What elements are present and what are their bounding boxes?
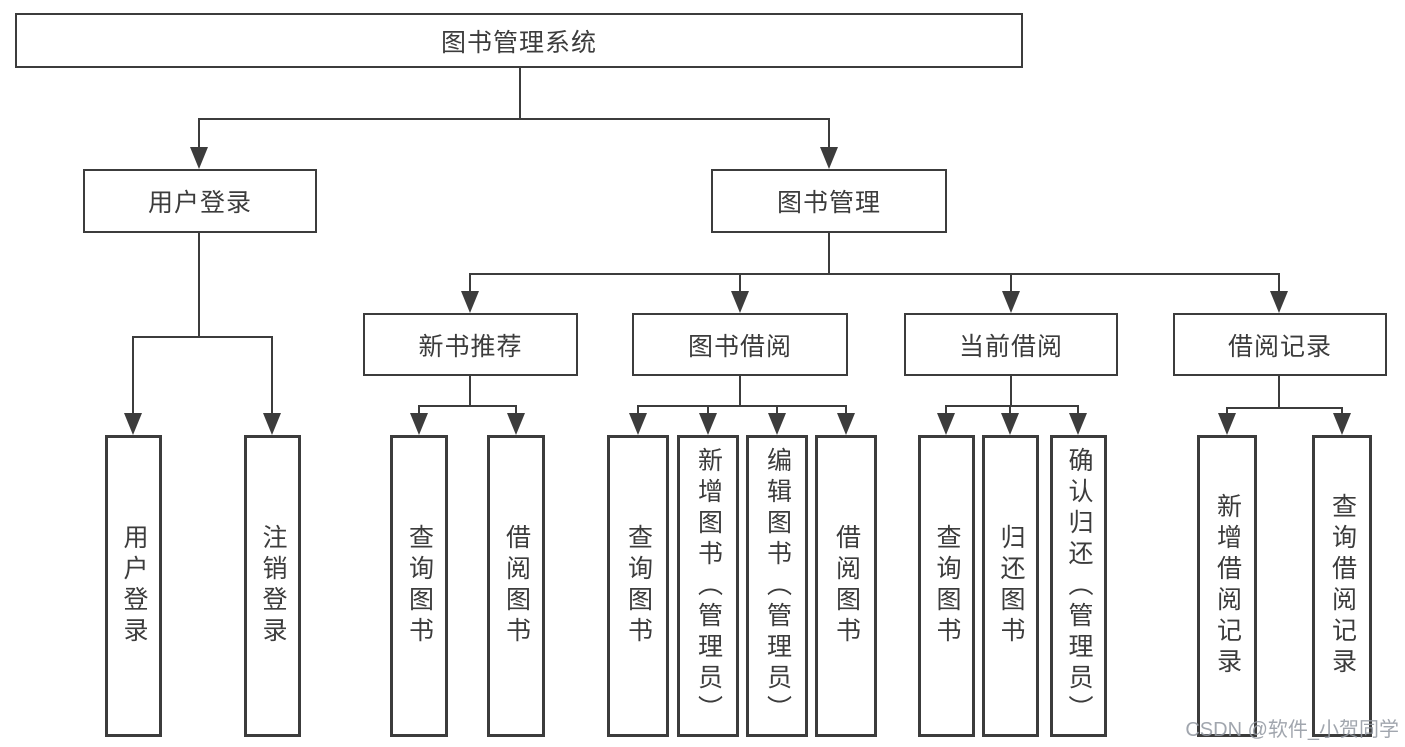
arrow-down-icon: [699, 413, 717, 435]
leaf-label: 注销登录: [259, 524, 287, 648]
connector-line: [707, 405, 709, 414]
connector-line: [945, 405, 947, 414]
leaf-bb-edit-books-admin: 编辑图书（管理员）: [746, 435, 808, 737]
leaf-cb-confirm-return-admin: 确认归还（管理员）: [1050, 435, 1107, 737]
node-book-management-system: 图书管理系统: [15, 13, 1023, 68]
connector-line: [198, 233, 200, 336]
node-label: 用户登录: [147, 189, 252, 217]
connector-line: [469, 376, 471, 405]
leaf-label: 用户登录: [120, 524, 148, 648]
arrow-down-icon: [1218, 413, 1236, 435]
arrow-down-icon: [1001, 413, 1019, 435]
arrow-down-icon: [820, 147, 838, 169]
node-label: 新书推荐: [418, 332, 523, 361]
leaf-user-login: 用户登录: [105, 435, 162, 737]
leaf-label: 查询图书: [624, 524, 653, 648]
connector-line: [637, 405, 639, 414]
arrow-down-icon: [190, 147, 208, 169]
connector-line: [1226, 407, 1228, 414]
node-label: 当前借阅: [958, 332, 1063, 361]
connector-line: [271, 336, 273, 414]
connector-line: [739, 376, 741, 405]
connector-line: [198, 118, 830, 120]
connector-line: [845, 405, 847, 414]
arrow-down-icon: [124, 413, 142, 435]
connector-line: [515, 405, 517, 414]
leaf-label: 借阅图书: [832, 524, 861, 648]
leaf-label: 编辑图书（管理员）: [763, 446, 792, 726]
connector-line: [945, 405, 1078, 407]
leaf-label: 归还图书: [997, 524, 1025, 648]
watermark-text: CSDN @软件_小贺同学: [1185, 719, 1399, 741]
node-borrowing-records: 借阅记录: [1173, 313, 1387, 376]
connector-line: [1077, 405, 1079, 414]
leaf-bb-query-books: 查询图书: [607, 435, 669, 737]
leaf-label: 查询借阅记录: [1328, 493, 1357, 679]
arrow-down-icon: [1333, 413, 1351, 435]
node-label: 图书管理系统: [440, 28, 597, 57]
connector-line: [1278, 376, 1280, 407]
arrow-down-icon: [768, 413, 786, 435]
connector-line: [418, 405, 420, 414]
connector-line: [519, 66, 521, 118]
arrow-down-icon: [837, 413, 855, 435]
arrow-down-icon: [1270, 291, 1288, 313]
connector-line: [1009, 405, 1011, 414]
leaf-br-add-borrow-record: 新增借阅记录: [1197, 435, 1257, 737]
node-label: 借阅记录: [1227, 332, 1332, 361]
connector-line: [132, 336, 272, 338]
arrow-down-icon: [507, 413, 525, 435]
arrow-down-icon: [461, 291, 479, 313]
leaf-br-query-borrow-record: 查询借阅记录: [1312, 435, 1372, 737]
connector-line: [469, 273, 1280, 275]
connector-line: [828, 118, 830, 148]
leaf-nb-borrow-books: 借阅图书: [487, 435, 545, 737]
arrow-down-icon: [629, 413, 647, 435]
node-current-borrowing: 当前借阅: [904, 313, 1118, 376]
leaf-bb-add-books-admin: 新增图书（管理员）: [677, 435, 739, 737]
leaf-bb-borrow-books: 借阅图书: [815, 435, 877, 737]
connector-line: [1278, 273, 1280, 293]
leaf-cb-query-books: 查询图书: [918, 435, 975, 737]
node-book-management: 图书管理: [711, 169, 947, 233]
connector-line: [469, 273, 471, 293]
connector-line: [776, 405, 778, 414]
arrow-down-icon: [410, 413, 428, 435]
connector-line: [198, 118, 200, 148]
connector-line: [418, 405, 516, 407]
arrow-down-icon: [1002, 291, 1020, 313]
connector-line: [1010, 376, 1012, 405]
leaf-cb-return-books: 归还图书: [982, 435, 1039, 737]
leaf-label: 借阅图书: [502, 524, 531, 648]
node-label: 图书管理: [776, 189, 881, 217]
connector-line: [739, 273, 741, 293]
connector-line: [1226, 407, 1342, 409]
leaf-label: 查询图书: [405, 524, 434, 648]
leaf-nb-query-books: 查询图书: [390, 435, 448, 737]
leaf-logout: 注销登录: [244, 435, 301, 737]
node-new-book-recommendation: 新书推荐: [363, 313, 578, 376]
connector-line: [1341, 407, 1343, 414]
node-user-login: 用户登录: [83, 169, 317, 233]
arrow-down-icon: [263, 413, 281, 435]
connector-line: [637, 405, 846, 407]
arrow-down-icon: [1069, 413, 1087, 435]
connector-line: [828, 233, 830, 273]
leaf-label: 新增借阅记录: [1213, 493, 1242, 679]
connector-line: [132, 336, 134, 414]
leaf-label: 查询图书: [933, 524, 961, 648]
leaf-label: 确认归还（管理员）: [1065, 446, 1093, 726]
node-book-borrowing: 图书借阅: [632, 313, 848, 376]
arrow-down-icon: [731, 291, 749, 313]
node-label: 图书借阅: [687, 332, 792, 361]
leaf-label: 新增图书（管理员）: [694, 446, 723, 726]
connector-line: [1010, 273, 1012, 293]
arrow-down-icon: [937, 413, 955, 435]
